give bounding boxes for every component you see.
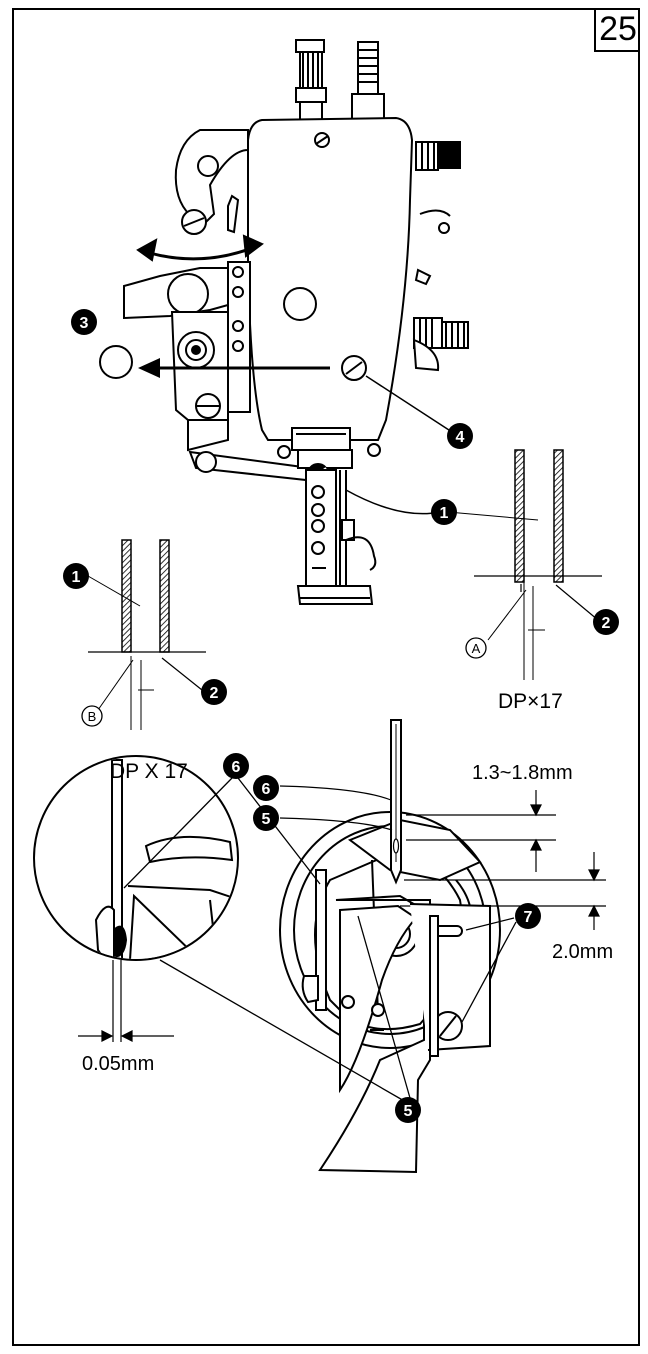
svg-text:5: 5 (404, 1103, 413, 1120)
callout-badge-5-top: 5 (253, 805, 279, 831)
page-frame (12, 8, 640, 1346)
callout-badge-1-left: 1 (63, 563, 89, 589)
needle-type-label-right: DP×17 (498, 690, 563, 713)
callout-badge-7: 7 (515, 903, 541, 929)
callout-badge-6-bottom: 6 (223, 753, 249, 779)
hole-cover-part (99, 345, 133, 379)
gap-dimension (78, 960, 174, 1042)
svg-text:B: B (88, 709, 97, 724)
svg-text:5: 5 (262, 811, 271, 828)
machine-head-drawing (123, 39, 469, 605)
dimension-label-0-05mm: 0.05mm (82, 1053, 154, 1075)
svg-text:1: 1 (440, 505, 449, 522)
svg-text:6: 6 (262, 781, 271, 798)
page-number: 25 (594, 8, 640, 52)
callout-badge-4: 4 (447, 423, 473, 449)
svg-text:4: 4 (456, 429, 465, 446)
callout-badge-6-top: 6 (253, 775, 279, 801)
lower-leader-lines (123, 775, 517, 1103)
svg-text:6: 6 (232, 759, 241, 776)
dimension-label-1-3-1-8mm: 1.3~1.8mm (472, 762, 573, 784)
magnified-detail (33, 755, 239, 961)
callout-badge-3: 3 (71, 309, 97, 335)
callout-badge-2-right: 2 (593, 609, 619, 635)
needle-detail-left (87, 539, 206, 730)
svg-text:2: 2 (602, 615, 611, 632)
hook-dimension-lines (279, 785, 606, 930)
dimension-label-2-0mm: 2.0mm (552, 941, 613, 963)
svg-text:7: 7 (524, 909, 533, 926)
svg-text:2: 2 (210, 685, 219, 702)
callout-badge-2-left: 2 (201, 679, 227, 705)
svg-text:1: 1 (72, 569, 81, 586)
callout-badge-5-bottom: 5 (395, 1097, 421, 1123)
removal-arrow (138, 358, 330, 378)
needle-type-label-left: DP X 17 (110, 760, 188, 783)
circled-letter-a: A (465, 637, 487, 659)
circled-letter-b: B (81, 705, 103, 727)
callout-badge-1-right: 1 (431, 499, 457, 525)
svg-text:A: A (472, 641, 481, 656)
svg-text:3: 3 (80, 315, 89, 332)
needle-detail-right (447, 449, 602, 680)
